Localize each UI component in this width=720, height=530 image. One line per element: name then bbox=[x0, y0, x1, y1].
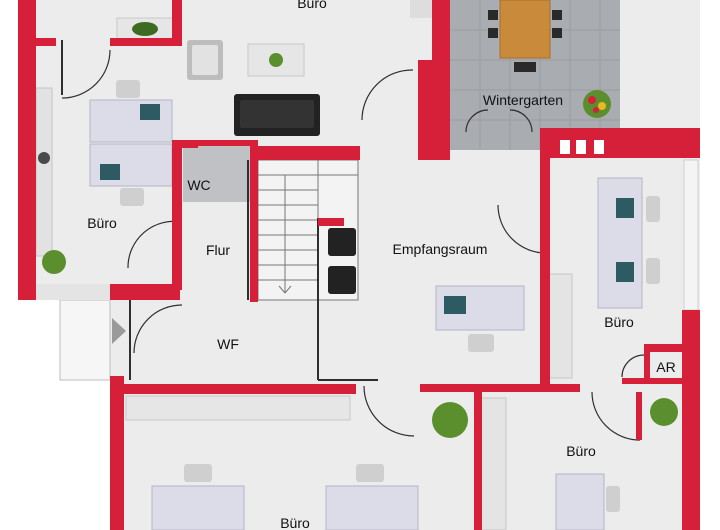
entrance-arrow-icon bbox=[112, 318, 126, 344]
left-office-furniture bbox=[35, 80, 173, 274]
inner-walls bbox=[61, 40, 378, 381]
room-label-buero-lower-right: Büro bbox=[566, 443, 596, 459]
room-label-wintergarten: Wintergarten bbox=[483, 92, 563, 108]
room-label-empfangsraum: Empfangsraum bbox=[393, 241, 488, 257]
reception-furniture bbox=[328, 228, 573, 379]
room-label-buero-right: Büro bbox=[604, 314, 634, 330]
room-label-flur: Flur bbox=[206, 242, 230, 258]
entrance-step bbox=[59, 299, 111, 381]
window-marks bbox=[560, 140, 604, 154]
wintergarten-floor bbox=[450, 0, 620, 150]
room-label-buero-bottom: Büro bbox=[280, 515, 310, 530]
room-label-buero-left: Büro bbox=[87, 215, 117, 231]
room-label-buero-top: Büro bbox=[297, 0, 327, 11]
room-label-wf: WF bbox=[217, 336, 239, 352]
wc-floor bbox=[183, 146, 253, 202]
top-office-furniture bbox=[116, 0, 432, 136]
room-label-ar: AR bbox=[656, 359, 675, 375]
right-office-furniture bbox=[597, 159, 699, 311]
room-label-wc: WC bbox=[187, 177, 210, 193]
walls bbox=[18, 0, 700, 530]
wintergarten-furniture bbox=[488, 0, 611, 118]
lower-offices-furniture bbox=[125, 395, 678, 530]
